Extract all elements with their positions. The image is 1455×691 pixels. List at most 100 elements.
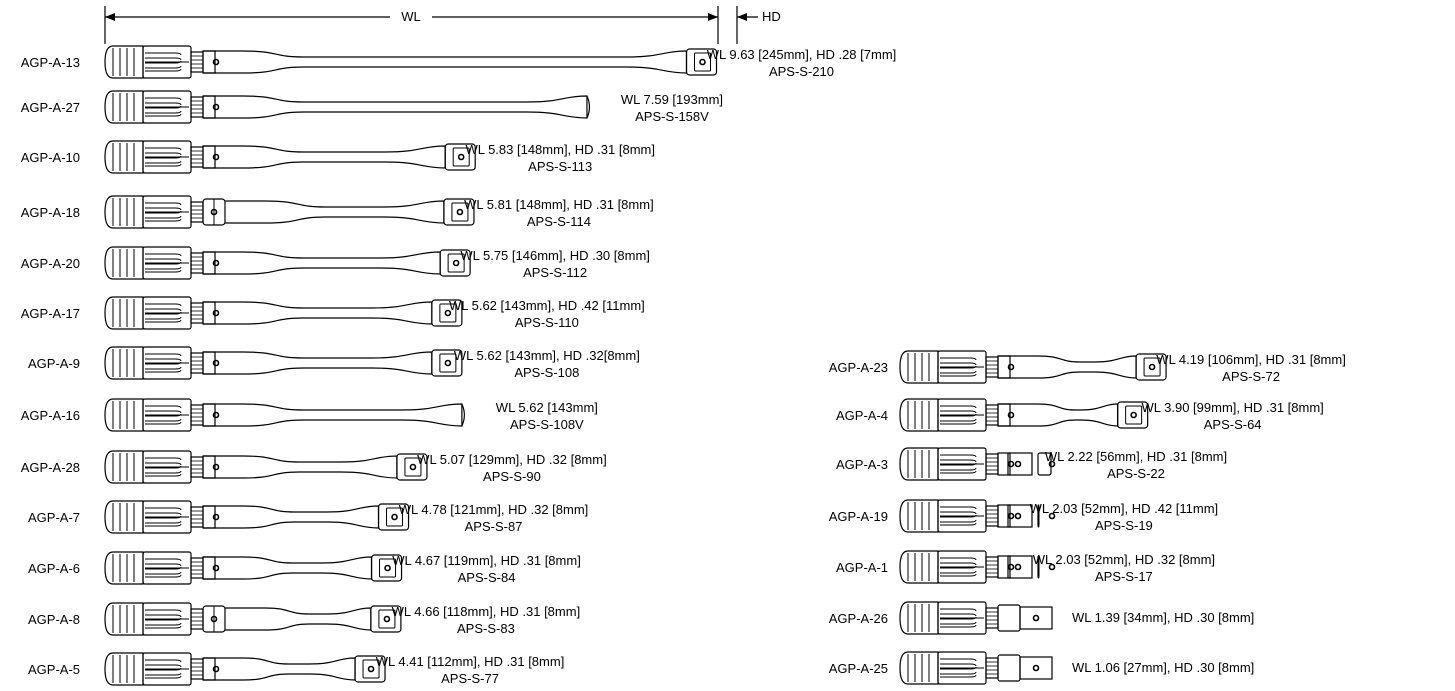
part-number-label: AGP-A-18	[21, 205, 80, 220]
dimension-lines: WL HD	[104, 6, 781, 44]
spec-label: WL 4.67 [119mm], HD .31 [8mm]	[392, 553, 581, 568]
tool-illustration	[899, 651, 1053, 685]
tool-row: AGP-A-10 WL 5.83 [148mm], HD .31 [8mm] APS…	[21, 140, 655, 174]
tool-illustration	[104, 45, 718, 79]
wl-arrow-left	[105, 13, 115, 21]
spec-label: WL 4.19 [106mm], HD .31 [8mm]	[1156, 352, 1346, 367]
socket-number-label: APS-S-64	[1204, 417, 1262, 432]
socket-number-label: APS-S-210	[769, 64, 834, 79]
socket-number-label: APS-S-87	[465, 519, 523, 534]
spec-label: WL 5.07 [129mm], HD .32 [8mm]	[417, 452, 607, 467]
socket-number-label: APS-S-108	[514, 365, 579, 380]
tool-row: AGP-A-1WL 2.03 [52mm], HD .32 [8mm]APS-S…	[836, 550, 1215, 584]
part-number-label: AGP-A-6	[28, 561, 80, 576]
tool-illustration	[104, 551, 403, 585]
part-number-label: AGP-A-4	[836, 408, 888, 423]
socket-number-label: APS-S-17	[1095, 569, 1153, 584]
spec-label: WL 5.62 [143mm], HD .32[8mm]	[454, 348, 640, 363]
tool-illustration	[104, 652, 386, 686]
spec-label: WL 1.06 [27mm], HD .30 [8mm]	[1072, 660, 1254, 675]
spec-label: WL 4.41 [112mm], HD .31 [8mm]	[376, 654, 565, 669]
tool-row: AGP-A-26 WL 1.39 [34mm], HD .30 [8mm]	[829, 601, 1254, 635]
socket-number-label: APS-S-72	[1222, 369, 1280, 384]
socket-number-label: APS-S-83	[457, 621, 515, 636]
part-number-label: AGP-A-9	[28, 356, 80, 371]
part-number-label: AGP-A-5	[28, 662, 80, 677]
spec-label: WL 4.78 [121mm], HD .32 [8mm]	[399, 502, 589, 517]
tool-illustration	[104, 346, 463, 380]
spec-label: WL 7.59 [193mm]	[621, 92, 723, 107]
tool-row: AGP-A-16 WL 5.62 [143mm] APS-S-108V	[21, 398, 598, 432]
tool-row: AGP-A-5 WL 4.41 [112mm], HD .31 [8mm] APS-…	[28, 652, 565, 686]
tool-illustration	[899, 350, 1167, 384]
wl-arrow-right	[708, 13, 718, 21]
tool-row: AGP-A-23 WL 4.19 [106mm], HD .31 [8mm] APS…	[829, 350, 1346, 384]
tool-row: AGP-A-3 WL 2.22 [56mm], HD .31 [8mm] APS-S…	[836, 447, 1227, 481]
socket-number-label: APS-S-77	[441, 671, 499, 686]
tool-illustration	[104, 398, 465, 432]
socket-number-label: APS-S-158V	[635, 109, 709, 124]
tool-illustration	[104, 246, 471, 280]
tool-row: AGP-A-18 WL 5.81 [148mm], HD .31 [8mm] APS…	[21, 195, 654, 229]
tool-illustration	[104, 195, 475, 229]
part-number-label: AGP-A-26	[829, 611, 888, 626]
socket-number-label: APS-S-108V	[510, 417, 584, 432]
part-number-label: AGP-A-27	[21, 100, 80, 115]
tool-row: AGP-A-6 WL 4.67 [119mm], HD .31 [8mm] APS-…	[28, 551, 581, 585]
spec-label: WL 9.63 [245mm], HD .28 [7mm]	[707, 47, 897, 62]
tool-illustration	[899, 447, 1056, 481]
tool-row: AGP-A-25 WL 1.06 [27mm], HD .30 [8mm]	[829, 651, 1254, 685]
tool-illustration	[104, 500, 410, 534]
socket-number-label: APS-S-114	[527, 214, 591, 229]
tool-illustration	[899, 398, 1149, 432]
part-number-label: AGP-A-25	[829, 661, 888, 676]
tool-row: AGP-A-4 WL 3.90 [99mm], HD .31 [8mm] APS-S…	[836, 398, 1324, 432]
spec-label: WL 5.83 [148mm], HD .31 [8mm]	[465, 142, 655, 157]
spec-label: WL 5.62 [143mm], HD .42 [11mm]	[449, 298, 645, 313]
tool-illustration	[104, 296, 463, 330]
part-number-label: AGP-A-17	[21, 306, 80, 321]
part-number-label: AGP-A-8	[28, 612, 80, 627]
tool-illustration	[899, 550, 1056, 584]
spec-label: WL 3.90 [99mm], HD .31 [8mm]	[1142, 400, 1324, 415]
part-number-label: AGP-A-16	[21, 408, 80, 423]
socket-number-label: APS-S-90	[483, 469, 541, 484]
tool-illustration	[104, 90, 591, 124]
tool-illustration	[104, 602, 402, 636]
socket-number-label: APS-S-110	[515, 315, 579, 330]
tool-row: AGP-A-8 WL 4.66 [118mm], HD .31 [8mm] APS-…	[28, 602, 581, 636]
tool-row: AGP-A-9 WL 5.62 [143mm], HD .32[8mm] APS-S…	[28, 346, 640, 380]
tool-row: AGP-A-28 WL 5.07 [129mm], HD .32 [8mm] APS…	[21, 450, 607, 484]
part-number-label: AGP-A-28	[21, 460, 80, 475]
spec-label: WL 1.39 [34mm], HD .30 [8mm]	[1072, 610, 1254, 625]
spec-label: WL 4.66 [118mm], HD .31 [8mm]	[392, 604, 581, 619]
spec-label: WL 2.22 [56mm], HD .31 [8mm]	[1045, 449, 1227, 464]
wl-dimension-label: WL	[401, 9, 421, 24]
socket-number-label: APS-S-22	[1107, 466, 1165, 481]
spec-label: WL 5.62 [143mm]	[496, 400, 598, 415]
spec-label: WL 2.03 [52mm], HD .42 [11mm]	[1030, 501, 1219, 516]
socket-number-label: APS-S-84	[458, 570, 516, 585]
part-number-label: AGP-A-10	[21, 150, 80, 165]
spec-label: WL 5.81 [148mm], HD .31 [8mm]	[464, 197, 654, 212]
socket-number-label: APS-S-113	[528, 159, 592, 174]
tool-illustration	[899, 499, 1056, 533]
tool-row: AGP-A-19 WL 2.03 [52mm], HD .42 [11mm] APS…	[829, 499, 1219, 533]
part-number-label: AGP-A-20	[21, 256, 80, 271]
tool-illustration	[899, 601, 1053, 635]
part-number-label: AGP-A-23	[829, 360, 888, 375]
hd-arrow	[737, 13, 747, 21]
part-number-label: AGP-A-19	[829, 509, 888, 524]
socket-number-label: APS-S-112	[523, 265, 587, 280]
tool-row: AGP-A-7 WL 4.78 [121mm], HD .32 [8mm] APS-…	[28, 500, 589, 534]
tool-row: AGP-A-13 WL 9.63 [245mm], HD .28 [7mm] APS…	[21, 45, 897, 79]
part-number-label: AGP-A-13	[21, 55, 80, 70]
part-number-label: AGP-A-7	[28, 510, 80, 525]
socket-number-label: APS-S-19	[1095, 518, 1153, 533]
tool-illustration	[104, 450, 428, 484]
part-number-label: AGP-A-3	[836, 457, 888, 472]
hd-dimension-label: HD	[762, 9, 781, 24]
tool-row: AGP-A-17 WL 5.62 [143mm], HD .42 [11mm] AP…	[21, 296, 645, 330]
part-number-label: AGP-A-1	[836, 560, 888, 575]
